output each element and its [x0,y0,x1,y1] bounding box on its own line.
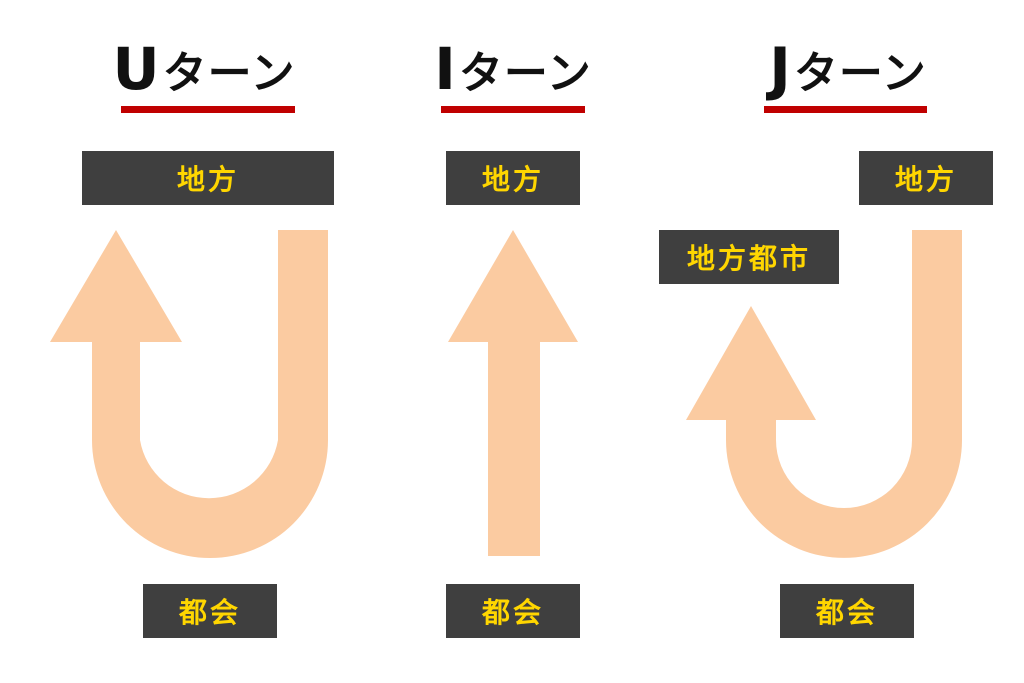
j-turn-arrow [686,230,962,558]
j-turn-title: J ターン [748,34,948,104]
u-turn-title: U ターン [104,34,304,104]
j-turn-middle-label: 地方都市 [659,230,839,284]
j-turn-top-label: 地方 [859,151,993,205]
i-turn-title: I ターン [423,34,603,104]
i-turn-title-letter: I [434,35,457,103]
i-turn-bottom-label: 都会 [446,584,580,638]
u-turn-title-suffix: ターン [162,48,296,99]
i-turn-title-underline [441,106,585,113]
u-turn-title-underline [121,106,295,113]
j-turn-title-suffix: ターン [793,48,927,99]
j-turn-title-underline [764,106,927,113]
u-turn-bottom-label: 都会 [143,584,277,638]
i-turn-arrow [448,230,578,556]
i-turn-top-label: 地方 [446,151,580,205]
u-turn-title-letter: U [112,35,161,103]
j-turn-title-letter: J [769,35,792,103]
u-turn-top-label: 地方 [82,151,334,205]
j-turn-bottom-label: 都会 [780,584,914,638]
i-turn-title-suffix: ターン [458,48,592,99]
u-turn-arrow [50,230,328,558]
